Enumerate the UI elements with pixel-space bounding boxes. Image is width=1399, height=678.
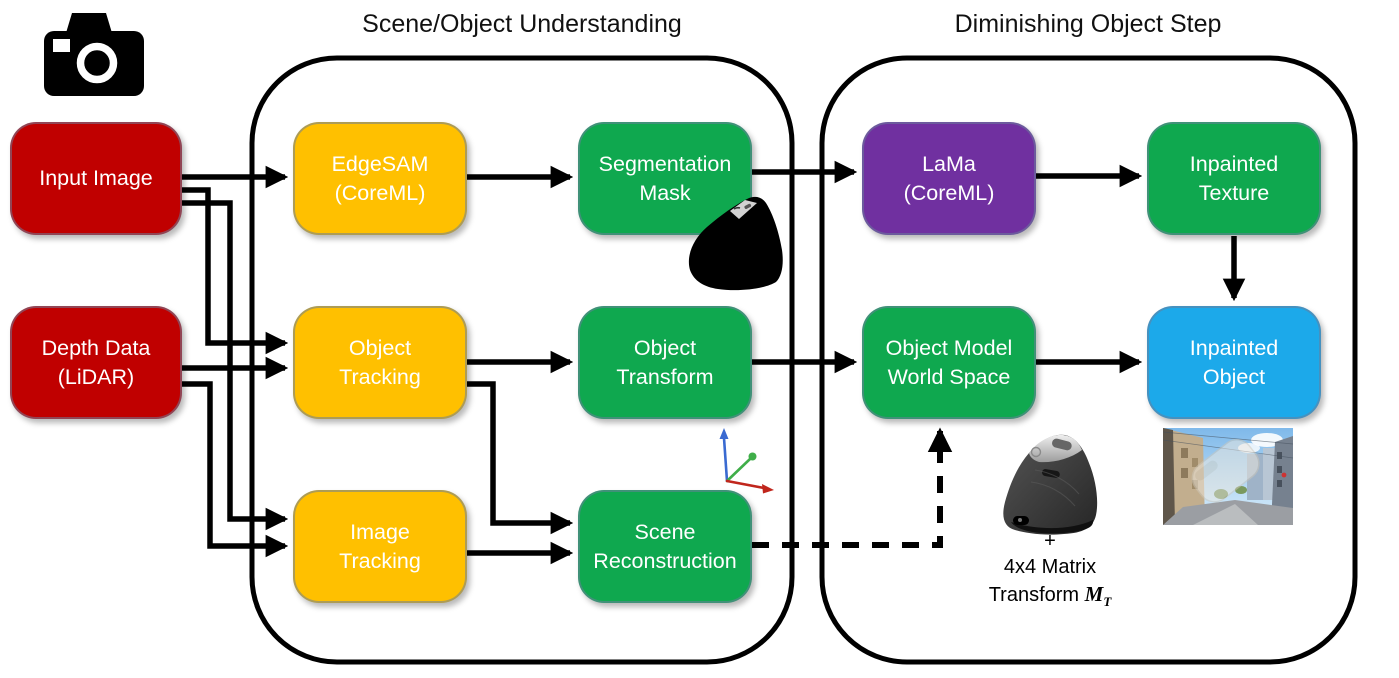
node-label: Segmentation: [598, 152, 732, 177]
arrow-objtracking-to-scenerecon: [467, 381, 574, 535]
node-inpainted-object: Inpainted Object: [1147, 306, 1321, 419]
node-label: Object: [1202, 364, 1266, 389]
matrix-subscript: T: [1103, 593, 1112, 609]
node-image-tracking: Image Tracking: [293, 490, 467, 603]
node-label: (CoreML): [903, 180, 995, 205]
node-label: (CoreML): [334, 180, 426, 205]
inpainted-street-scene-image: [1163, 428, 1293, 525]
node-object-transform: Object Transform: [578, 306, 752, 419]
node-label: Transform: [616, 364, 714, 389]
node-input-image: Input Image: [10, 122, 182, 235]
arrow-input-to-object-tracking: [182, 187, 289, 355]
matrix-line1: 4x4 Matrix: [1003, 556, 1097, 579]
right-section-title: Diminishing Object Step: [954, 10, 1222, 38]
arrow-depth-to-image-tracking: [182, 381, 289, 558]
node-lama: LaMa (CoreML): [862, 122, 1036, 235]
node-label: Input Image: [39, 166, 153, 191]
node-label: Scene: [634, 520, 696, 545]
3d-axes-icon: [719, 428, 774, 494]
camera-icon: [44, 13, 144, 96]
node-label: Tracking: [339, 364, 421, 389]
dashed-arrow-scenerecon-to-objmodel: [752, 427, 953, 548]
matrix-line2: Transform MT: [988, 581, 1112, 609]
node-depth-data: Depth Data (LiDAR): [10, 306, 182, 419]
node-object-model-world-space: Object Model World Space: [862, 306, 1036, 419]
node-label: EdgeSAM: [331, 152, 429, 177]
node-edgesam: EdgeSAM (CoreML): [293, 122, 467, 235]
node-object-tracking: Object Tracking: [293, 306, 467, 419]
node-label: Inpainted: [1189, 336, 1279, 361]
node-label: Image: [350, 520, 410, 545]
node-label: Object Model: [885, 336, 1013, 361]
arrow-input-to-image-tracking: [182, 200, 289, 531]
left-section-title: Scene/Object Understanding: [362, 10, 682, 38]
plus-sign: +: [1044, 530, 1056, 552]
node-label: Inpainted: [1189, 152, 1279, 177]
node-label: Tracking: [339, 548, 421, 573]
node-label: Depth Data: [41, 336, 151, 361]
node-label: Object: [633, 336, 697, 361]
vertical-mouse-photo-image: [1003, 434, 1098, 535]
node-label: Reconstruction: [593, 548, 737, 573]
mouse-mask-silhouette-image: [688, 196, 783, 291]
node-label: Object: [348, 336, 412, 361]
node-label: Mask: [639, 180, 691, 205]
node-label: World Space: [887, 364, 1011, 389]
node-inpainted-texture: Inpainted Texture: [1147, 122, 1321, 235]
node-label: (LiDAR): [57, 364, 135, 389]
node-label: Texture: [1198, 180, 1270, 205]
matrix-annotation: + 4x4 Matrix Transform MT: [956, 528, 1144, 610]
node-label: LaMa: [922, 152, 976, 177]
node-scene-reconstruction: Scene Reconstruction: [578, 490, 752, 603]
matrix-symbol: M: [1084, 581, 1104, 606]
